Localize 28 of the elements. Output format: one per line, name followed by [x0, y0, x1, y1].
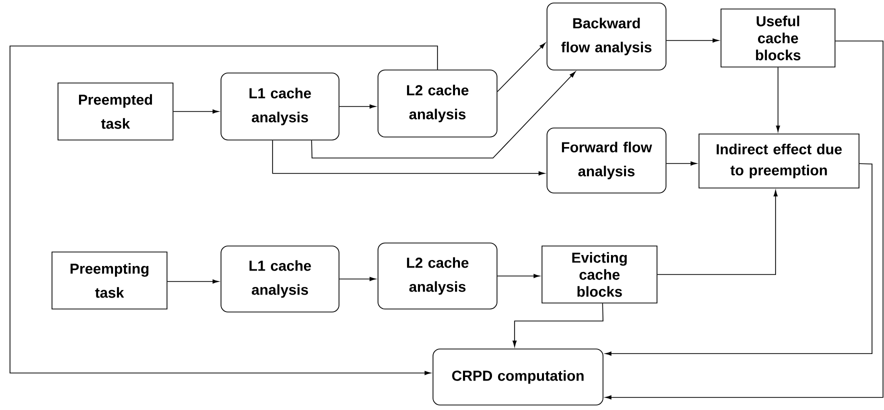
process-box: Backward flow analysis	[546, 2, 666, 70]
process-box: Forward flow analysis	[546, 128, 666, 194]
process-box: L2 cache analysis	[378, 242, 498, 310]
arrow	[311, 72, 576, 158]
arrow	[512, 303, 604, 347]
process-box: CRPD computation	[432, 348, 604, 406]
arrow	[497, 274, 540, 278]
process-box: L1 cache analysis	[220, 72, 340, 140]
arrow	[167, 279, 219, 284]
result-box: Useful cache blocks	[720, 8, 836, 68]
arrow	[339, 276, 376, 282]
arrow	[666, 161, 697, 166]
process-box: L1 cache analysis	[220, 246, 340, 312]
task-box: Preempting task	[52, 252, 168, 310]
arrow	[776, 67, 780, 132]
arrow	[173, 109, 219, 114]
process-box: L2 cache analysis	[378, 70, 498, 138]
arrow	[10, 46, 438, 376]
arrow	[339, 104, 376, 109]
result-box: Evicting cache blocks	[542, 246, 658, 304]
arrow	[657, 190, 778, 275]
task-box: Preempted task	[58, 82, 174, 140]
arrow	[666, 38, 719, 43]
result-box: Indirect effect due to preemption	[698, 134, 860, 188]
arrow	[605, 163, 872, 356]
arrow	[497, 42, 546, 92]
arrow	[605, 40, 884, 400]
arrow	[272, 140, 545, 176]
